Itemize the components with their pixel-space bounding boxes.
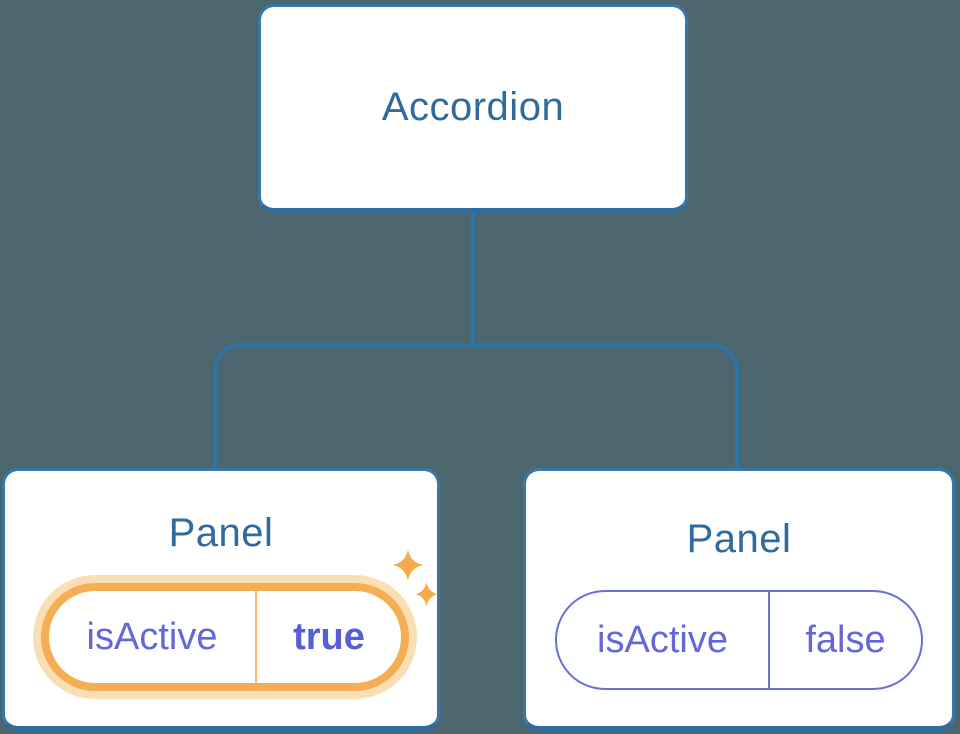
state-value: false xyxy=(805,618,886,661)
state-value: true xyxy=(293,615,365,658)
sparkle-icon xyxy=(392,549,438,607)
accordion-label: Accordion xyxy=(381,85,565,129)
state-pill-inactive: isActive false xyxy=(555,590,923,690)
state-name: isActive xyxy=(557,592,770,688)
panel-node-inactive: Panel isActive false xyxy=(523,468,955,731)
panel-title: Panel xyxy=(686,517,792,561)
panel-node-active: Panel isActive true xyxy=(2,468,440,731)
panel-title: Panel xyxy=(168,511,274,555)
state-pill-active: isActive true xyxy=(41,583,409,691)
connector-branches xyxy=(213,343,739,469)
connector-stem xyxy=(471,212,475,346)
accordion-node: Accordion xyxy=(258,4,688,213)
state-name: isActive xyxy=(49,591,257,683)
